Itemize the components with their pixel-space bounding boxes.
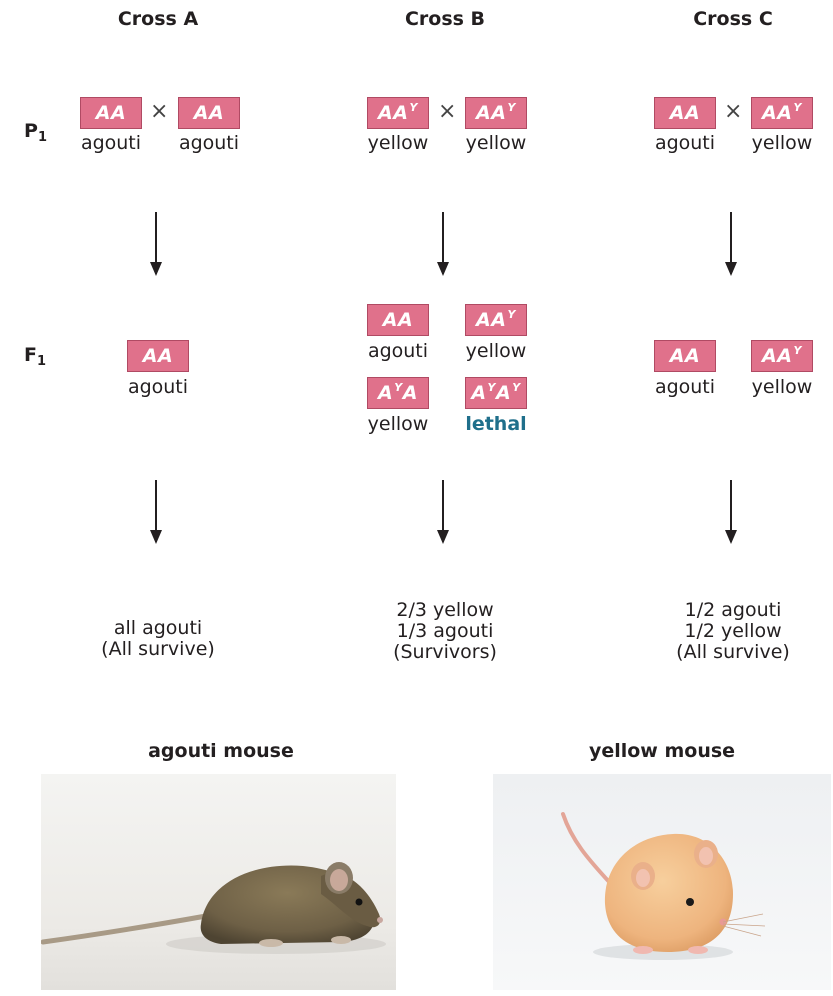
arrow-down [437,212,449,276]
phenotype-label: agouti [80,132,142,154]
genotype-box: AA [367,304,429,336]
yellow-mouse-title: yellow mouse [588,740,736,762]
phenotype-label: yellow [751,376,813,398]
cross-c-title: Cross C [693,8,773,30]
phenotype-label: yellow [465,132,527,154]
genotype-box: AA [654,97,716,129]
arrow-down [437,480,449,544]
phenotype-label: agouti [654,132,716,154]
arrow-down [150,212,162,276]
arrow-down [725,480,737,544]
genotype-box: AA [127,340,189,372]
cross-a-result: all agouti(All survive) [101,617,215,660]
arrow-down [725,212,737,276]
cross-a-title: Cross A [117,8,199,30]
arrow-down [150,480,162,544]
phenotype-label: agouti [127,376,189,398]
phenotype-label: yellow [367,413,429,435]
agouti-mouse-title: agouti mouse [148,740,294,762]
phenotype-label: yellow [465,340,527,362]
phenotype-label: agouti [654,376,716,398]
cross-symbol: × [724,99,743,124]
f1-label: F1 [24,344,47,369]
cross-symbol: × [150,99,169,124]
cross-symbol: × [438,99,457,124]
phenotype-label: yellow [751,132,813,154]
phenotype-label: agouti [367,340,429,362]
phenotype-label: yellow [367,132,429,154]
cross-b-title: Cross B [404,8,486,30]
genotype-box: AA [654,340,716,372]
yellow-mouse-photo [493,774,831,990]
p1-label: P1 [24,120,47,145]
genotype-box: AA [178,97,240,129]
genotype-box: AA [80,97,142,129]
phenotype-label: agouti [178,132,240,154]
lethal-label: lethal [465,413,527,435]
agouti-mouse-photo [41,774,396,990]
